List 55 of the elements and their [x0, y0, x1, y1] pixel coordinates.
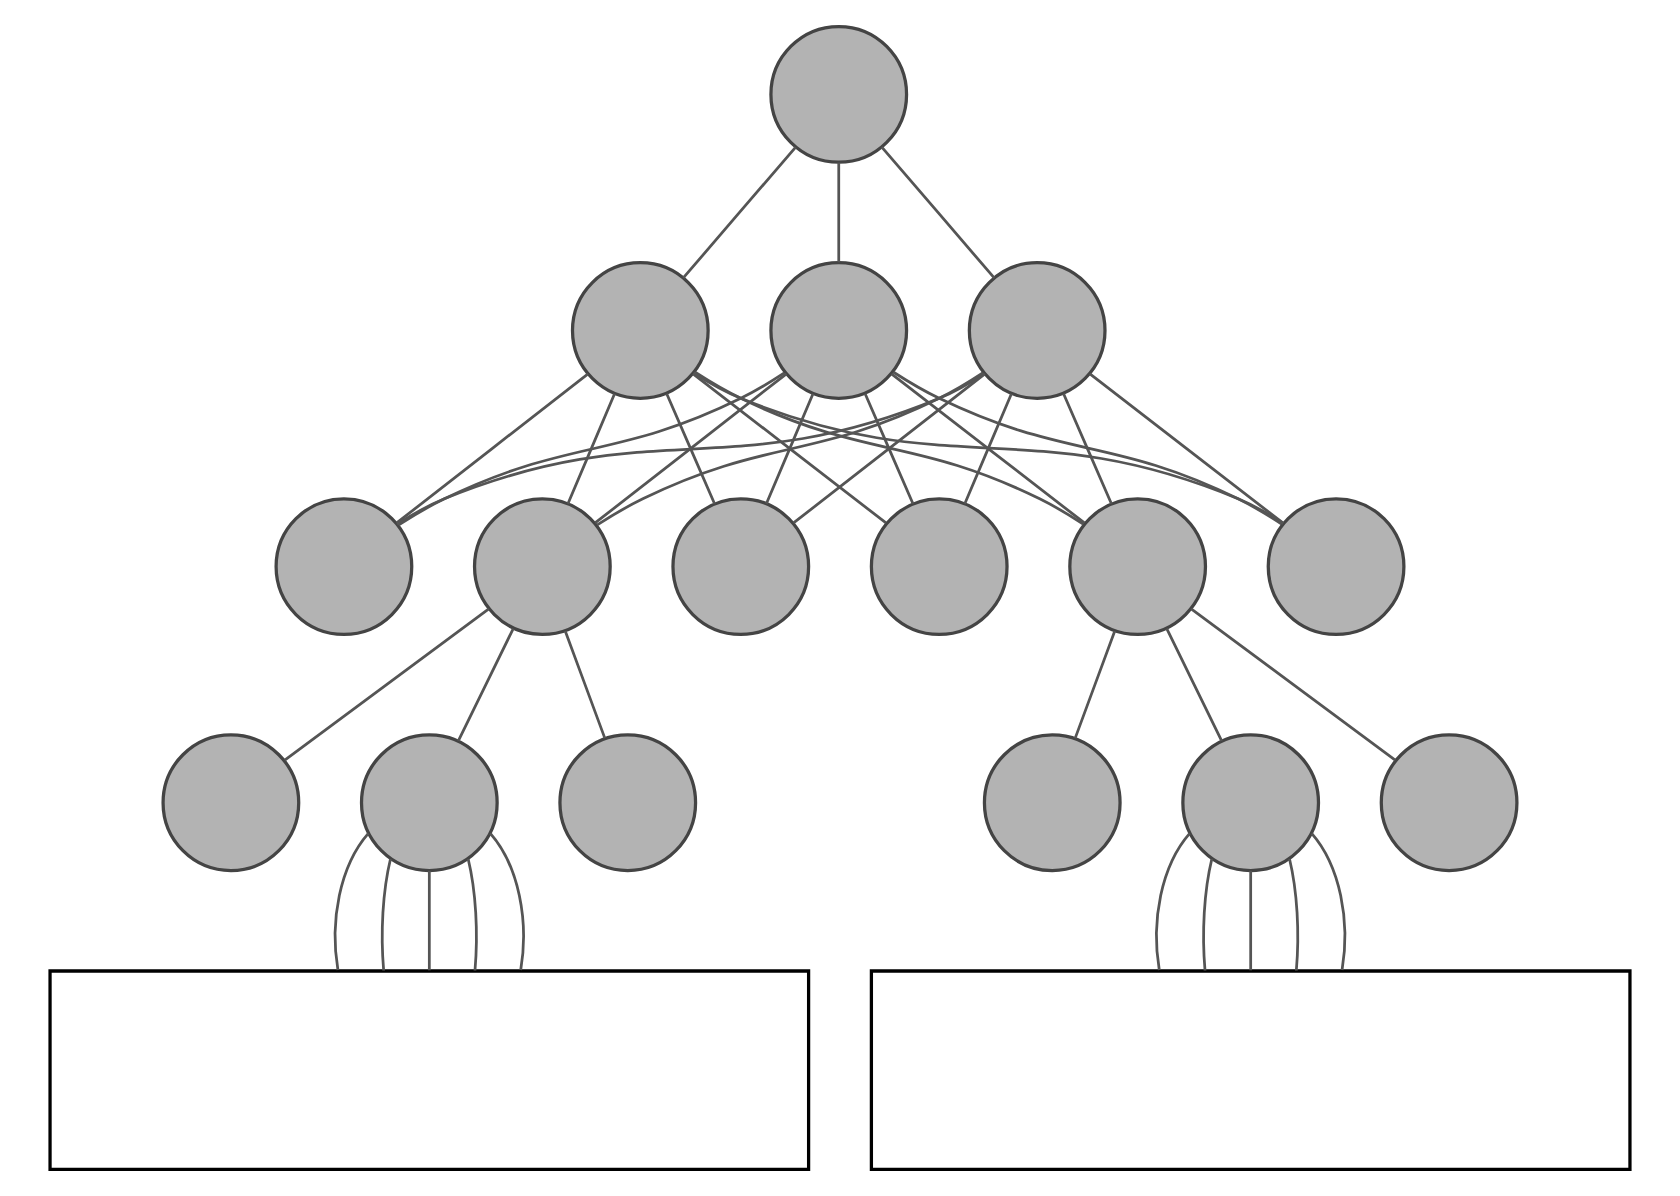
connector: [466, 858, 478, 971]
connector: [1073, 630, 1117, 739]
connector: [396, 372, 986, 526]
node-box: [869, 969, 1632, 1172]
node-circle: [967, 261, 1107, 400]
connector: [563, 630, 607, 739]
connector: [765, 393, 815, 505]
node-box: [48, 969, 811, 1172]
connector: [283, 607, 490, 762]
connector: [1249, 870, 1253, 971]
connector: [1190, 607, 1397, 762]
connector: [682, 146, 797, 279]
connector: [880, 146, 996, 279]
connector: [594, 372, 788, 525]
connector: [692, 372, 887, 525]
connector: [457, 628, 515, 742]
node-circle: [769, 24, 909, 164]
connector: [1202, 858, 1214, 971]
node-circle: [1266, 497, 1406, 637]
connector: [890, 372, 1086, 525]
node-circle: [161, 733, 301, 873]
connector: [863, 393, 915, 505]
connector: [489, 832, 525, 971]
node-circle: [570, 261, 710, 400]
node-circle: [869, 497, 1009, 637]
node-circle: [982, 733, 1122, 873]
node-circle: [769, 261, 909, 400]
node-circle: [472, 497, 612, 637]
connector: [1062, 393, 1113, 505]
connector: [692, 371, 1285, 525]
connector: [694, 371, 1084, 526]
node-circle: [359, 733, 499, 873]
connector: [1310, 832, 1347, 971]
connector: [1165, 628, 1223, 742]
node-circle: [671, 497, 811, 637]
node-circle: [1181, 733, 1321, 873]
connector: [333, 832, 370, 971]
connector: [398, 371, 786, 527]
connector: [792, 372, 986, 525]
connector: [963, 393, 1013, 505]
connector: [380, 858, 392, 971]
connector: [395, 372, 589, 525]
connector: [596, 371, 984, 527]
connector: [427, 870, 431, 971]
node-circle: [558, 733, 698, 873]
connector: [837, 162, 841, 263]
connector: [1089, 372, 1284, 525]
node-circle: [1379, 733, 1519, 873]
connector: [892, 371, 1283, 526]
connector: [1288, 858, 1300, 971]
node-circle: [274, 497, 414, 637]
connector: [1155, 832, 1191, 971]
connector: [665, 393, 716, 505]
connector: [566, 393, 616, 505]
node-circle: [1068, 497, 1208, 637]
